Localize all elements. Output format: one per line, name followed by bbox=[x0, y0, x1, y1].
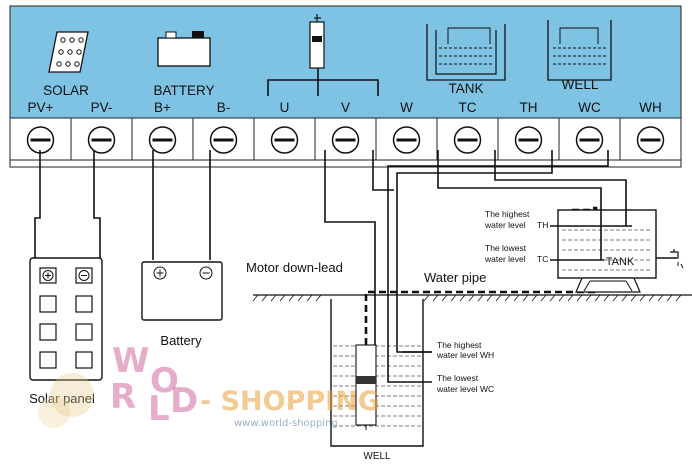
tank-structure bbox=[557, 209, 657, 293]
svg-text:W: W bbox=[112, 341, 150, 381]
terminal-screws bbox=[26, 126, 665, 154]
solar-panel-module bbox=[29, 257, 103, 381]
tank-icon bbox=[426, 24, 506, 81]
watermark-logo: W O R L D - SHOPPING www.world-shopping bbox=[38, 341, 380, 429]
group-label-battery: BATTERY bbox=[153, 83, 214, 98]
ground-hatch-mark bbox=[513, 294, 520, 302]
ground-hatch-mark bbox=[261, 294, 268, 302]
ground-hatch-mark bbox=[666, 294, 673, 302]
svg-text:L: L bbox=[148, 389, 170, 429]
ground-hatch-mark bbox=[648, 294, 655, 302]
tank-lowest-level-tag: TC bbox=[537, 254, 548, 264]
water-pipe-label: Water pipe bbox=[424, 270, 486, 285]
terminal-strip-base bbox=[9, 159, 682, 168]
svg-text:D: D bbox=[170, 381, 198, 421]
ground-hatch-mark bbox=[495, 294, 502, 302]
ground-hatch-mark bbox=[270, 294, 277, 302]
battery-label: Battery bbox=[160, 333, 202, 348]
well-highest-level-line2: water level WH bbox=[436, 350, 494, 360]
faucet-icon bbox=[656, 249, 684, 269]
ground-hatch-mark bbox=[252, 294, 259, 302]
ground-hatch-mark bbox=[630, 294, 637, 302]
battery-icon bbox=[157, 31, 211, 67]
ground-hatch-mark bbox=[477, 294, 484, 302]
ground-hatch-mark bbox=[549, 294, 556, 302]
well-highest-level-line1: The highest bbox=[437, 340, 482, 350]
ground-hatch-mark bbox=[279, 294, 286, 302]
ground-hatch-mark bbox=[315, 294, 322, 302]
ground-hatch-mark bbox=[621, 294, 628, 302]
ground-hatch-mark bbox=[450, 294, 457, 302]
ground-hatch-mark bbox=[567, 294, 574, 302]
tank-highest-level-line2: water level bbox=[484, 220, 526, 230]
terminal-label-pvplus: PV+ bbox=[28, 100, 54, 115]
terminal-label-wh: WH bbox=[639, 100, 662, 115]
ground-hatch-mark bbox=[297, 294, 304, 302]
ground-hatch-mark bbox=[522, 294, 529, 302]
ground-hatch-mark bbox=[576, 294, 583, 302]
ground-hatch-mark bbox=[531, 294, 538, 302]
well-icon bbox=[547, 20, 612, 81]
svg-text:- SHOPPING: - SHOPPING bbox=[200, 386, 380, 417]
ground-hatch-mark bbox=[441, 294, 448, 302]
tank-label: TANK bbox=[606, 256, 635, 268]
ground-hatch-mark bbox=[432, 294, 439, 302]
motor-down-lead-label: Motor down-lead bbox=[246, 260, 343, 275]
ground-hatch-mark bbox=[639, 294, 646, 302]
well-structure bbox=[330, 299, 424, 447]
ground-hatch-mark bbox=[540, 294, 547, 302]
tank-highest-level-tag: TH bbox=[537, 220, 548, 230]
ground-hatch-mark bbox=[306, 294, 313, 302]
ground-hatch-mark bbox=[585, 294, 592, 302]
terminal-label-bplus: B+ bbox=[154, 100, 171, 115]
controller-panel bbox=[9, 5, 682, 119]
well-lowest-level-line1: The lowest bbox=[437, 373, 479, 383]
ground-hatch-mark bbox=[423, 294, 430, 302]
svg-text:R: R bbox=[110, 377, 136, 417]
terminal-label-v: V bbox=[341, 100, 350, 115]
group-label-solar: SOLAR bbox=[43, 83, 89, 98]
ground-hatch-mark bbox=[468, 294, 475, 302]
terminal-label-wc: WC bbox=[578, 100, 601, 115]
well-label: WELL bbox=[363, 451, 391, 462]
ground-hatch-mark bbox=[504, 294, 511, 302]
well-lowest-level-line2: water level WC bbox=[436, 384, 494, 394]
terminal-label-u: U bbox=[280, 100, 290, 115]
terminal-label-w: W bbox=[400, 100, 413, 115]
terminal-labels: PV+ PV- B+ B- U V W TC TH WC WH bbox=[28, 100, 662, 115]
ground-hatch-mark bbox=[612, 294, 619, 302]
group-label-tank: TANK bbox=[448, 81, 483, 96]
group-label-well: WELL bbox=[562, 77, 599, 92]
ground-hatch-mark bbox=[459, 294, 466, 302]
pump-icon bbox=[267, 14, 379, 96]
ground-hatch-mark bbox=[594, 294, 601, 302]
ground-hatch-mark bbox=[657, 294, 664, 302]
ground-hatch-mark bbox=[675, 294, 682, 302]
terminal-label-tc: TC bbox=[459, 100, 477, 115]
svg-text:O: O bbox=[150, 361, 179, 401]
svg-text:www.world-shopping: www.world-shopping bbox=[234, 418, 338, 429]
ground-hatch bbox=[252, 294, 682, 302]
terminal-label-bminus: B- bbox=[217, 100, 231, 115]
tank-lowest-level-line1: The lowest bbox=[485, 243, 527, 253]
ground-hatch-mark bbox=[558, 294, 565, 302]
ground-hatch-mark bbox=[603, 294, 610, 302]
ground-hatch-mark bbox=[486, 294, 493, 302]
battery-module bbox=[141, 261, 223, 321]
solar-panel-icon bbox=[48, 31, 89, 73]
tank-highest-level-line1: The highest bbox=[485, 209, 530, 219]
tank-lowest-level-line2: water level bbox=[484, 254, 526, 264]
terminal-label-th: TH bbox=[520, 100, 538, 115]
terminal-label-pvminus: PV- bbox=[91, 100, 113, 115]
terminal-dividers bbox=[70, 118, 621, 160]
ground-hatch-mark bbox=[288, 294, 295, 302]
solar-panel-label: Solar panel bbox=[29, 391, 95, 406]
